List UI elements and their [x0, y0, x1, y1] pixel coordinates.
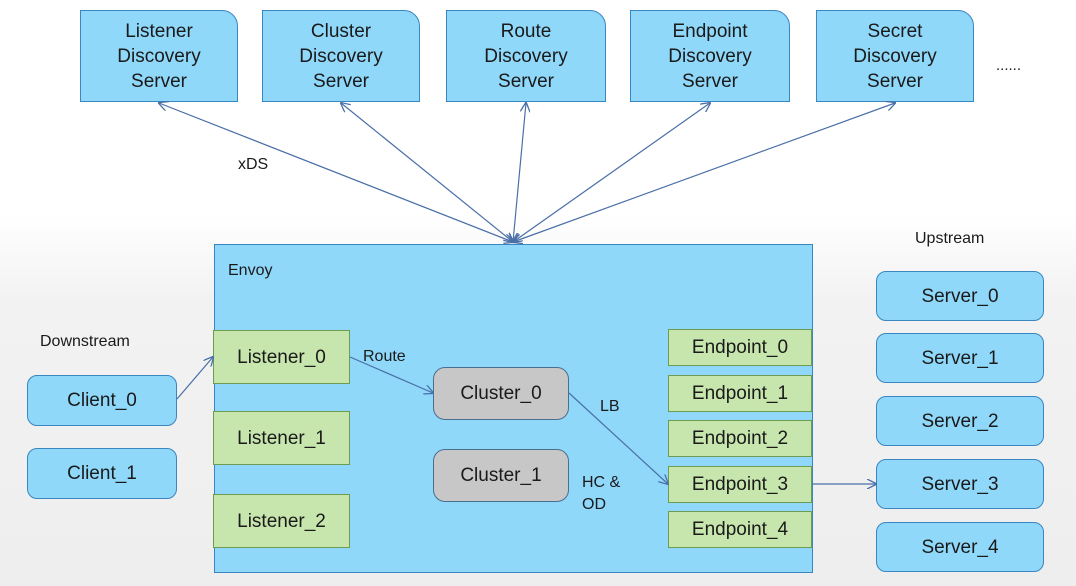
client-to-listener-arrow — [176, 357, 213, 400]
server-3: Server_3 — [876, 459, 1044, 509]
hc-od-label: HC & OD — [582, 474, 621, 513]
ellipsis: ...... — [996, 57, 1022, 74]
route-arrow — [349, 356, 433, 393]
route-label: Route — [363, 348, 406, 365]
cluster-discovery-server: Cluster Discovery Server — [262, 10, 420, 102]
server-1: Server_1 — [876, 333, 1044, 383]
listener-0: Listener_0 — [213, 330, 350, 384]
cluster-0: Cluster_0 — [433, 367, 569, 420]
xds-arrow-route — [513, 103, 526, 242]
envoy-label: Envoy — [228, 262, 273, 279]
server-0: Server_0 — [876, 271, 1044, 321]
route-discovery-server: Route Discovery Server — [446, 10, 606, 102]
listener-1: Listener_1 — [213, 411, 350, 465]
downstream-label: Downstream — [40, 333, 130, 350]
client-1: Client_1 — [27, 448, 177, 499]
xds-arrow-secret — [513, 103, 895, 242]
listener-2: Listener_2 — [213, 494, 350, 548]
xds-arrow-listener — [159, 103, 513, 242]
cluster-1: Cluster_1 — [433, 449, 569, 502]
endpoint-2: Endpoint_2 — [668, 420, 812, 457]
lb-arrow — [568, 392, 668, 484]
endpoint-4: Endpoint_4 — [668, 511, 812, 548]
xds-arrow-cluster — [341, 103, 513, 242]
endpoint-1: Endpoint_1 — [668, 375, 812, 412]
client-0: Client_0 — [27, 375, 177, 426]
server-2: Server_2 — [876, 396, 1044, 446]
secret-discovery-server: Secret Discovery Server — [816, 10, 974, 102]
endpoint-0: Endpoint_0 — [668, 329, 812, 366]
xds-arrow-endpoint — [513, 103, 710, 242]
listener-discovery-server: Listener Discovery Server — [80, 10, 238, 102]
lb-label: LB — [600, 398, 620, 415]
server-4: Server_4 — [876, 522, 1044, 572]
upstream-label: Upstream — [915, 230, 985, 247]
